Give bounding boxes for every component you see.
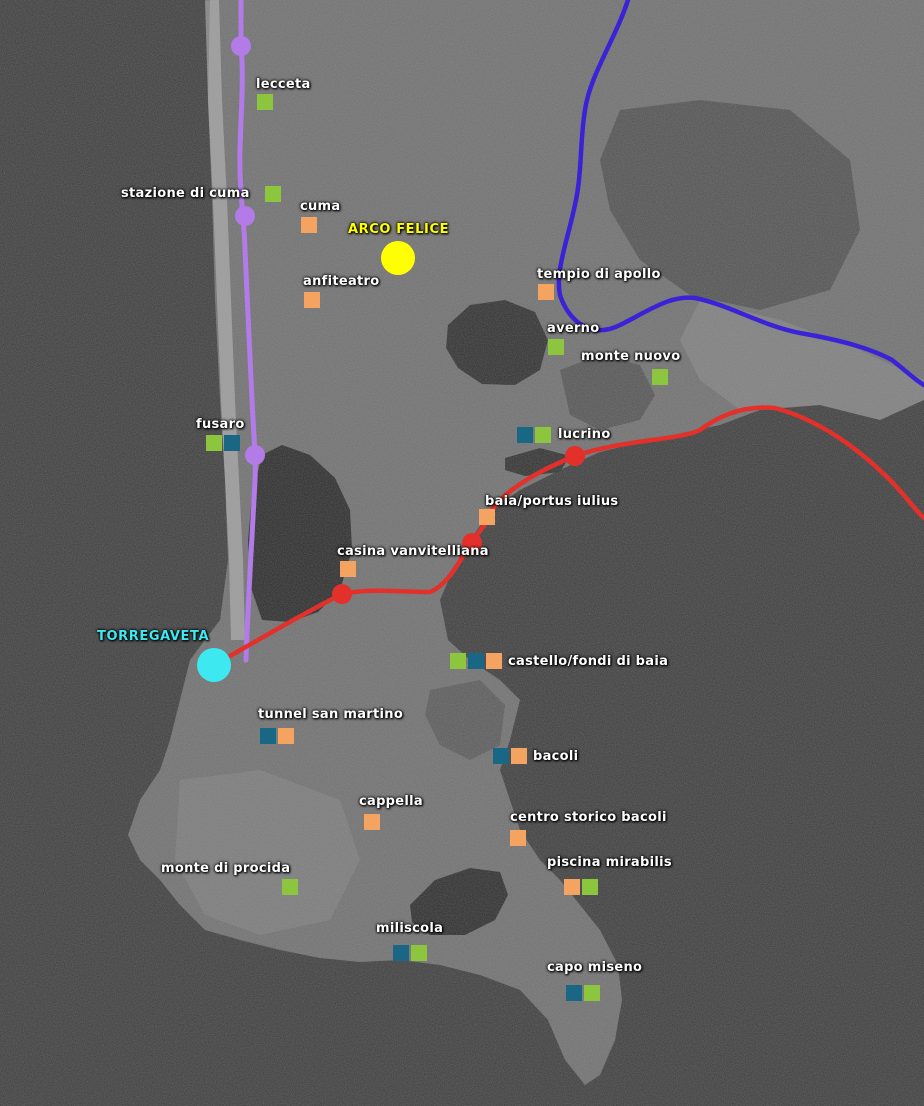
- marker-teal-tunnel-san-martino[interactable]: [260, 728, 276, 744]
- place-label-tunnel-san-martino: tunnel san martino: [258, 707, 404, 722]
- place-label-baia-portus-iulius: baia/portus iulius: [485, 494, 619, 509]
- marker-teal-castello-fondi-di-baia[interactable]: [468, 653, 484, 669]
- marker-teal-lucrino[interactable]: [517, 427, 533, 443]
- violet-rail-line: [237, 0, 258, 663]
- place-label-bacoli: bacoli: [533, 749, 579, 764]
- marker-orange-cuma[interactable]: [301, 217, 317, 233]
- marker-orange-bacoli[interactable]: [511, 748, 527, 764]
- red-stop-dot[interactable]: [332, 584, 352, 604]
- marker-orange-anfiteatro[interactable]: [304, 292, 320, 308]
- place-label-lecceta: lecceta: [256, 77, 311, 92]
- marker-green-lucrino[interactable]: [535, 427, 551, 443]
- place-label-miliscola: miliscola: [376, 921, 444, 936]
- blue-rail-line: [556, 0, 924, 388]
- violet-stop-dot[interactable]: [235, 206, 255, 226]
- marker-orange-piscina-mirabilis[interactable]: [564, 879, 580, 895]
- place-label-fusaro: fusaro: [196, 417, 245, 432]
- torregaveta-hub-dot[interactable]: [197, 648, 231, 682]
- place-label-centro-storico-bacoli: centro storico bacoli: [510, 810, 667, 825]
- place-label-piscina-mirabilis: piscina mirabilis: [547, 855, 672, 870]
- marker-green-capo-miseno[interactable]: [584, 985, 600, 1001]
- marker-teal-capo-miseno[interactable]: [566, 985, 582, 1001]
- marker-orange-tunnel-san-martino[interactable]: [278, 728, 294, 744]
- place-label-anfiteatro: anfiteatro: [303, 274, 380, 289]
- marker-orange-centro-storico-bacoli[interactable]: [510, 830, 526, 846]
- marker-green-monte-nuovo[interactable]: [652, 369, 668, 385]
- marker-orange-castello-fondi-di-baia[interactable]: [486, 653, 502, 669]
- place-label-monte-nuovo: monte nuovo: [581, 349, 681, 364]
- torregaveta-label: TORREGAVETA: [97, 629, 210, 644]
- place-label-casina-vanvitelliana: casina vanvitelliana: [337, 544, 489, 559]
- place-label-cappella: cappella: [359, 794, 423, 809]
- marker-green-miliscola[interactable]: [411, 945, 427, 961]
- marker-orange-casina-vanvitelliana[interactable]: [340, 561, 356, 577]
- marker-green-lecceta[interactable]: [257, 94, 273, 110]
- arco-felice-hub-dot[interactable]: [381, 241, 415, 275]
- marker-teal-miliscola[interactable]: [393, 945, 409, 961]
- marker-teal-bacoli[interactable]: [493, 748, 509, 764]
- place-label-castello-fondi-di-baia: castello/fondi di baia: [508, 654, 669, 669]
- red-rail-line: [211, 405, 924, 668]
- marker-green-stazione-di-cuma[interactable]: [265, 186, 281, 202]
- place-label-tempio-di-apollo: tempio di apollo: [537, 267, 661, 282]
- marker-green-monte-di-procida[interactable]: [282, 879, 298, 895]
- place-label-lucrino: lucrino: [558, 427, 611, 442]
- place-label-monte-di-procida: monte di procida: [161, 861, 291, 876]
- marker-green-castello-fondi-di-baia[interactable]: [450, 653, 466, 669]
- marker-orange-baia-portus-iulius[interactable]: [479, 509, 495, 525]
- place-label-averno: averno: [547, 321, 600, 336]
- place-label-capo-miseno: capo miseno: [547, 960, 643, 975]
- violet-stop-dot[interactable]: [245, 445, 265, 465]
- violet-stop-dot[interactable]: [231, 36, 251, 56]
- red-stop-dot[interactable]: [565, 446, 585, 466]
- arco-felice-label: ARCO FELICE: [348, 222, 450, 237]
- marker-green-piscina-mirabilis[interactable]: [582, 879, 598, 895]
- red-stop-dot[interactable]: [462, 533, 482, 553]
- marker-green-fusaro[interactable]: [206, 435, 222, 451]
- place-label-stazione-di-cuma: stazione di cuma: [121, 186, 250, 201]
- marker-orange-cappella[interactable]: [364, 814, 380, 830]
- marker-green-averno[interactable]: [548, 339, 564, 355]
- place-label-cuma: cuma: [300, 199, 341, 214]
- marker-orange-tempio-di-apollo[interactable]: [538, 284, 554, 300]
- marker-teal-fusaro[interactable]: [224, 435, 240, 451]
